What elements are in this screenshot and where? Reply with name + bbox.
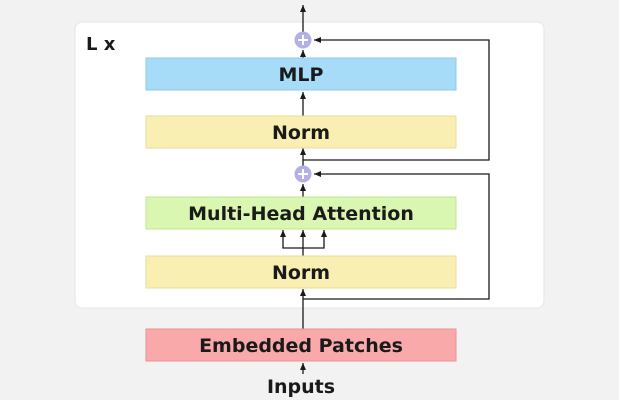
residual-add-node-top — [294, 31, 312, 49]
encoder-block-panel — [74, 21, 545, 309]
norm-block-top: Norm — [145, 115, 457, 149]
norm-block-bottom-label: Norm — [272, 262, 330, 284]
mlp-block: MLP — [145, 57, 457, 91]
inputs-label: Inputs — [267, 376, 335, 398]
multi-head-attention-block: Multi-Head Attention — [145, 196, 457, 230]
norm-block-bottom: Norm — [145, 255, 457, 289]
norm-block-top-label: Norm — [272, 122, 330, 144]
flow-connections — [280, 5, 490, 374]
multi-head-attention-label: Multi-Head Attention — [188, 203, 414, 225]
mlp-block-label: MLP — [279, 64, 324, 86]
embedded-patches-label: Embedded Patches — [199, 335, 403, 357]
embedded-patches-block: Embedded Patches — [145, 328, 457, 362]
residual-add-node-middle — [294, 165, 312, 183]
repeat-count-label: L x — [86, 34, 116, 55]
